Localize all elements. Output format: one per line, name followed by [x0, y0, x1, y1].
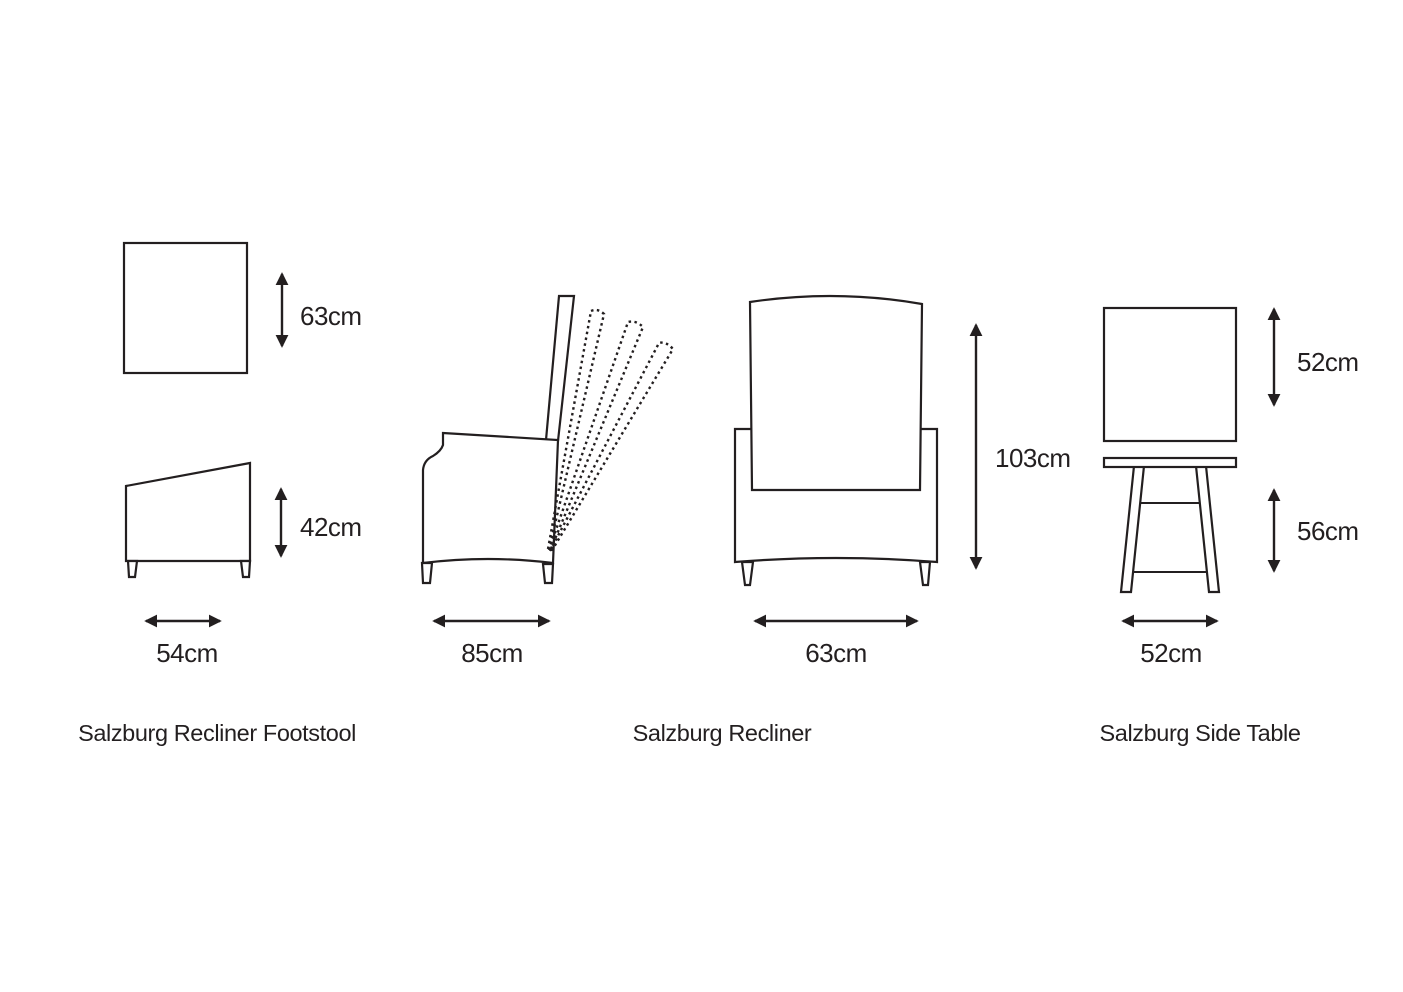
recliner-depth-label: 85cm	[461, 638, 523, 668]
recliner-front-back-panel	[748, 294, 924, 492]
recliner-side-view	[421, 431, 560, 565]
footstool-width-label: 54cm	[156, 638, 218, 668]
footstool-top-view	[122, 241, 249, 375]
recliner-position-1-dotted	[546, 308, 606, 551]
recliner-position-3-dotted	[548, 341, 675, 553]
footstool-right-leg	[239, 559, 252, 579]
recliner-height-label: 103cm	[995, 443, 1071, 473]
recliner-side-left-leg	[420, 561, 434, 585]
footstool-group: 63cm 42cm 54cm Salzburg Recliner Footsto…	[78, 241, 362, 746]
footstool-top-height-label: 63cm	[300, 301, 362, 331]
footstool-left-leg	[126, 559, 139, 579]
footstool-title: Salzburg Recliner Footstool	[78, 720, 356, 746]
footstool-side-height-label: 42cm	[300, 512, 362, 542]
recliner-back-upright	[544, 294, 576, 443]
recliner-group: 85cm 103cm 63cm Salzburg Recliner	[420, 294, 1071, 746]
recliner-front-left-leg	[740, 560, 755, 587]
side-table-tabletop	[1102, 456, 1238, 469]
side-table-side-height-label: 56cm	[1297, 516, 1359, 546]
side-table-group: 52cm 56cm 52cm Salzburg Side Table	[1100, 306, 1359, 746]
side-table-title: Salzburg Side Table	[1100, 720, 1301, 746]
recliner-position-2-dotted	[547, 320, 645, 552]
recliner-width-label: 63cm	[805, 638, 867, 668]
side-table-width-label: 52cm	[1140, 638, 1202, 668]
side-table-left-leg	[1119, 464, 1146, 594]
recliner-front-right-leg	[918, 560, 932, 587]
recliner-title: Salzburg Recliner	[633, 720, 812, 746]
side-table-top-height-label: 52cm	[1297, 347, 1359, 377]
side-table-top-view	[1102, 306, 1238, 443]
footstool-side-view	[124, 461, 252, 563]
recliner-side-right-leg	[541, 562, 555, 585]
side-table-right-leg	[1194, 464, 1221, 594]
